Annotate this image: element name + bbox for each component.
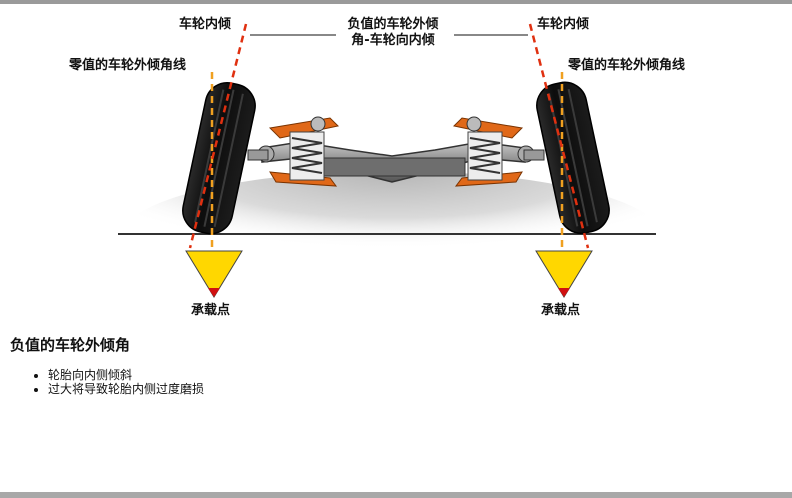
load-point-left: [185, 250, 243, 298]
ground-shadow: [122, 171, 662, 301]
camber-label-left: 车轮内倾: [179, 17, 232, 32]
load-point-label-right: 承载点: [541, 303, 581, 318]
left-suspension: [247, 116, 340, 187]
camber-diagram: [118, 23, 662, 301]
load-point-right: [535, 250, 593, 298]
load-point-label-left: 承载点: [191, 303, 231, 318]
bottom-window-bar: [0, 492, 792, 498]
negative-camber-label-line2: 角-车轮向内倾: [351, 33, 435, 48]
bullet-list: 轮胎向内侧倾斜 过大将导致轮胎内侧过度磨损: [34, 368, 204, 396]
zero-camber-label-left: 零值的车轮外倾角线: [69, 58, 187, 73]
left-tire: [182, 82, 256, 235]
right-suspension: [452, 116, 545, 187]
camber-label-right: 车轮内倾: [537, 17, 590, 32]
section-title: 负值的车轮外倾角: [10, 336, 131, 354]
camber-line-right: [528, 23, 590, 249]
negative-camber-label-line1: 负值的车轮外倾: [347, 17, 439, 32]
zero-camber-label-right: 零值的车轮外倾角线: [568, 58, 686, 73]
list-item: 轮胎向内侧倾斜: [48, 368, 204, 382]
list-item: 过大将导致轮胎内侧过度磨损: [48, 382, 204, 396]
camber-line-left: [188, 23, 248, 249]
top-window-bar: [0, 0, 792, 4]
